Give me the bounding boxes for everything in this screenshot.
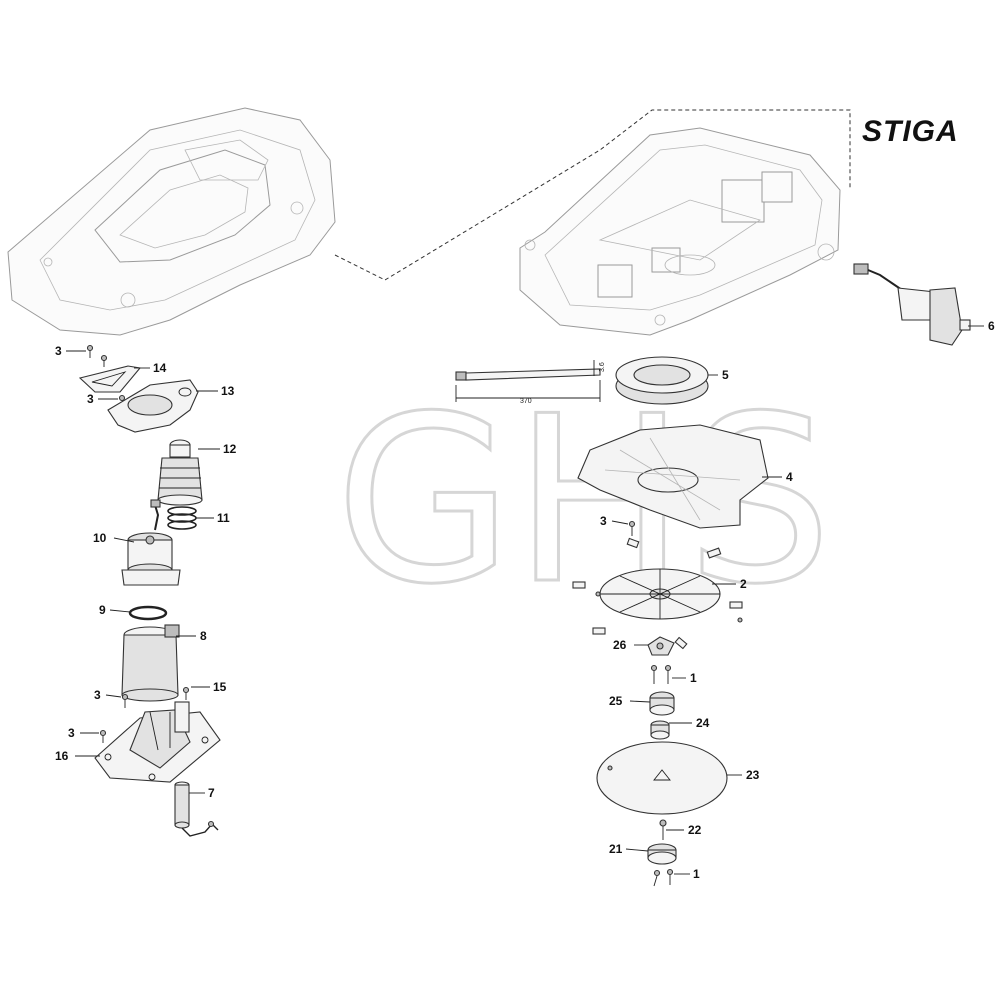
callout-16: 16	[55, 749, 69, 763]
ghs-watermark: GHS	[335, 368, 832, 635]
callout-10: 10	[93, 531, 107, 545]
blade-icons	[572, 537, 743, 650]
bushing-part-24	[650, 720, 670, 740]
height-ring-part-5	[615, 356, 709, 405]
callout-8: 8	[200, 629, 207, 643]
cable-tie-length-label: 370	[520, 398, 532, 405]
callout-14: 14	[153, 361, 167, 375]
motor-base-part-16	[94, 701, 221, 783]
blade-disc-part-2	[595, 568, 743, 623]
spring-part-11	[167, 506, 197, 530]
callout-4: 4	[786, 470, 793, 484]
callout-1: 1	[693, 867, 700, 881]
callout-1: 1	[690, 671, 697, 685]
callout-9: 9	[99, 603, 106, 617]
callout-25: 25	[609, 694, 623, 708]
callout-6: 6	[988, 319, 995, 333]
screw-icon	[99, 729, 107, 743]
cable-tie-with-dimensions	[455, 360, 601, 402]
drive-motor-part-6	[853, 263, 971, 346]
callout-3: 3	[94, 688, 101, 702]
blade-hub-part-26	[647, 636, 675, 656]
motor-mount-part-13	[107, 379, 199, 433]
guard-cover-part-4	[577, 424, 769, 529]
callout-3: 3	[87, 392, 94, 406]
callout-22: 22	[688, 823, 702, 837]
chassis-ghost	[519, 127, 841, 336]
screw-icon	[659, 819, 667, 840]
callout-24: 24	[696, 716, 710, 730]
screw-icon	[628, 520, 636, 536]
o-ring-part-9	[128, 605, 168, 621]
callout-7: 7	[208, 786, 215, 800]
screw-icon	[182, 686, 190, 700]
callout-13: 13	[221, 384, 235, 398]
callout-5: 5	[722, 368, 729, 382]
callout-3: 3	[600, 514, 607, 528]
sensor-part-7	[174, 781, 219, 837]
motor-housing-part-8	[121, 624, 180, 702]
screw-icon	[86, 344, 108, 367]
callout-2: 2	[740, 577, 747, 591]
protection-disc-part-23	[596, 741, 728, 815]
callout-12: 12	[223, 442, 237, 456]
callout-3: 3	[68, 726, 75, 740]
height-adjuster-part-12	[157, 439, 203, 506]
cable-tie-width-label: 3.6	[599, 362, 606, 372]
stiga-logo: STIGA	[862, 115, 959, 148]
mower-body-ghost	[7, 107, 336, 336]
callout-21: 21	[609, 842, 623, 856]
motor-part-10	[121, 499, 181, 586]
screw-icon	[121, 693, 129, 708]
callout-3: 3	[55, 344, 62, 358]
bracket-part-14	[78, 365, 142, 393]
knob-part-21	[647, 843, 677, 865]
callout-15: 15	[213, 680, 227, 694]
assembly-link-dashed-line	[334, 109, 851, 281]
callout-11: 11	[217, 511, 230, 525]
callout-labels: 3 14 3 13 12 11 10 9 8 3 15 3 16 7 6 5 4…	[55, 319, 995, 881]
callout-26: 26	[613, 638, 627, 652]
screw-icon	[650, 664, 672, 684]
screw-icon	[653, 868, 674, 887]
coupling-part-25	[649, 691, 675, 716]
callout-23: 23	[746, 768, 760, 782]
leader-lines	[66, 325, 984, 875]
